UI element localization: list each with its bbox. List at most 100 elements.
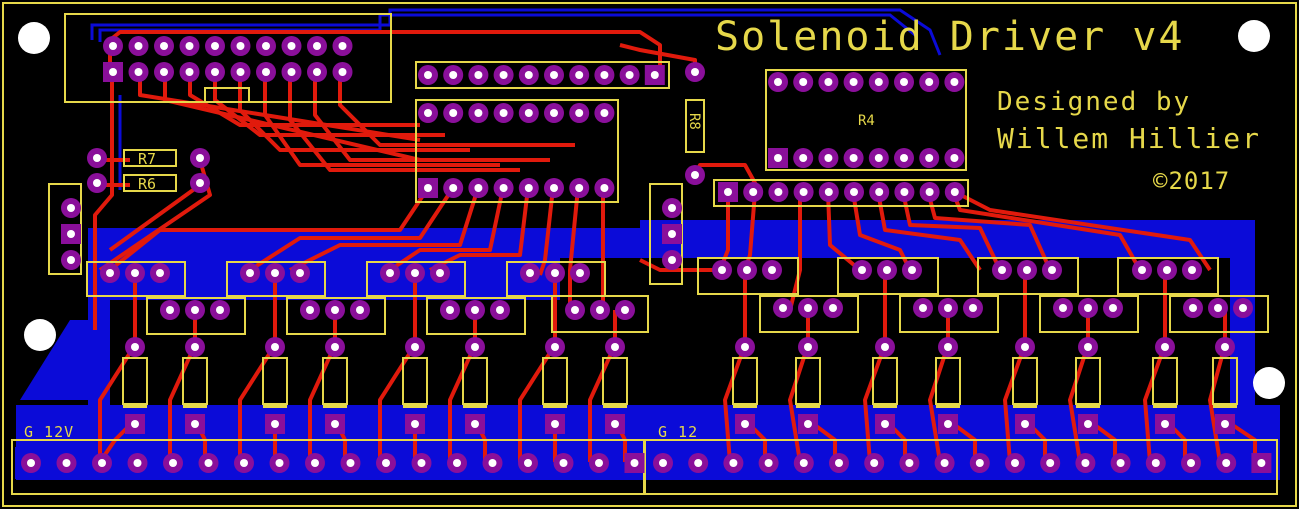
pad-drill — [524, 71, 533, 79]
pad-drill — [62, 459, 71, 467]
pad-drill — [824, 154, 833, 162]
pad-drill — [98, 459, 106, 467]
diode-row — [122, 357, 1238, 408]
pad-drill — [411, 420, 419, 428]
pad-drill — [850, 188, 858, 196]
pad-drill — [211, 42, 219, 50]
diode-cathode-band — [183, 403, 207, 408]
pad-drill — [169, 459, 177, 467]
pad-drill — [496, 306, 504, 314]
pad-drill — [1011, 459, 1019, 467]
diode-cathode-band — [873, 403, 897, 408]
pad-drill — [474, 109, 483, 117]
mounting-hole — [24, 319, 56, 351]
pad-drill — [870, 459, 879, 467]
pad-drill — [271, 343, 279, 351]
pad-drill — [550, 109, 558, 117]
ic-left-outline — [415, 99, 619, 203]
pad-drill — [559, 459, 568, 467]
pad-drill — [499, 184, 508, 192]
pad-drill — [185, 68, 194, 76]
pad-drill — [106, 269, 114, 277]
pad-drill — [944, 304, 952, 312]
r8-label: R8 — [686, 113, 702, 130]
pad-drill — [1023, 266, 1031, 274]
output-terminal-right-outline — [644, 439, 1278, 495]
pad-drill — [600, 184, 609, 192]
pad-drill — [724, 188, 732, 196]
pad-drill — [595, 459, 603, 467]
right-terminal-label: G 12 — [658, 423, 698, 441]
pad-drill — [160, 68, 168, 76]
pad-drill — [774, 154, 782, 162]
pad-drill — [271, 420, 279, 428]
pad-drill — [600, 109, 609, 117]
pad-drill — [925, 78, 934, 86]
pad-drill — [950, 78, 959, 86]
pad-drill — [799, 459, 808, 467]
diode-cathode-band — [603, 403, 627, 408]
pad-drill — [804, 304, 812, 312]
pad-drill — [1048, 266, 1056, 274]
pad-drill — [551, 343, 559, 351]
pad-drill — [650, 71, 659, 79]
pad-drill — [346, 459, 355, 467]
pad-drill — [449, 184, 458, 192]
pad-drill — [1188, 266, 1196, 274]
pad-drill — [446, 306, 454, 314]
pad-drill — [524, 109, 533, 117]
pad-drill — [424, 109, 432, 117]
pad-drill — [313, 68, 321, 76]
pad-drill — [1084, 304, 1092, 312]
pad-drill — [1059, 304, 1067, 312]
pad-drill — [424, 71, 432, 79]
pad-drill — [93, 154, 101, 162]
pad-drill — [211, 68, 219, 76]
pad-drill — [691, 68, 699, 76]
pad-drill — [600, 71, 609, 79]
pad-drill — [262, 42, 270, 50]
mounting-hole — [1238, 20, 1270, 52]
diode-cathode-band — [123, 403, 147, 408]
pad-drill — [67, 230, 75, 238]
pad-drill — [908, 266, 916, 274]
pad-drill — [1021, 420, 1029, 428]
copyright-label: ©2017 — [1153, 167, 1230, 195]
pad-drill — [749, 188, 758, 196]
pad-drill — [417, 459, 426, 467]
pad-drill — [900, 78, 908, 86]
pad-drill — [1189, 304, 1197, 312]
mounting-holes — [18, 20, 1285, 399]
pad-drill — [1163, 266, 1171, 274]
pad-drill — [474, 71, 483, 79]
pad-drill — [1221, 343, 1229, 351]
pad-drill — [774, 188, 783, 196]
pad-drill — [27, 459, 35, 467]
pad-drill — [1081, 459, 1090, 467]
pad-drill — [191, 420, 199, 428]
pad-drill — [471, 420, 479, 428]
pad-drill — [306, 306, 314, 314]
pad-drill — [1187, 459, 1195, 467]
pad-drill — [1084, 343, 1092, 351]
pad-drill — [287, 68, 296, 76]
pad-drill — [471, 306, 479, 314]
pad-drill — [471, 343, 479, 351]
pad-drill — [694, 459, 703, 467]
pad-drill — [271, 269, 279, 277]
r6-label: R6 — [138, 175, 156, 193]
pad-drill — [621, 306, 629, 314]
pad-drill — [67, 256, 75, 264]
pad-drill — [1084, 420, 1092, 428]
pad-drill — [196, 179, 204, 187]
pad-drill — [411, 269, 419, 277]
pad-drill — [160, 42, 168, 50]
pad-drill — [743, 266, 751, 274]
pad-drill — [338, 42, 347, 50]
pad-drill — [883, 266, 891, 274]
pad-drill — [925, 154, 934, 162]
pad-drill — [424, 184, 432, 192]
pad-drill — [905, 459, 914, 467]
pad-drill — [596, 306, 604, 314]
right-connector-outline — [713, 179, 969, 207]
